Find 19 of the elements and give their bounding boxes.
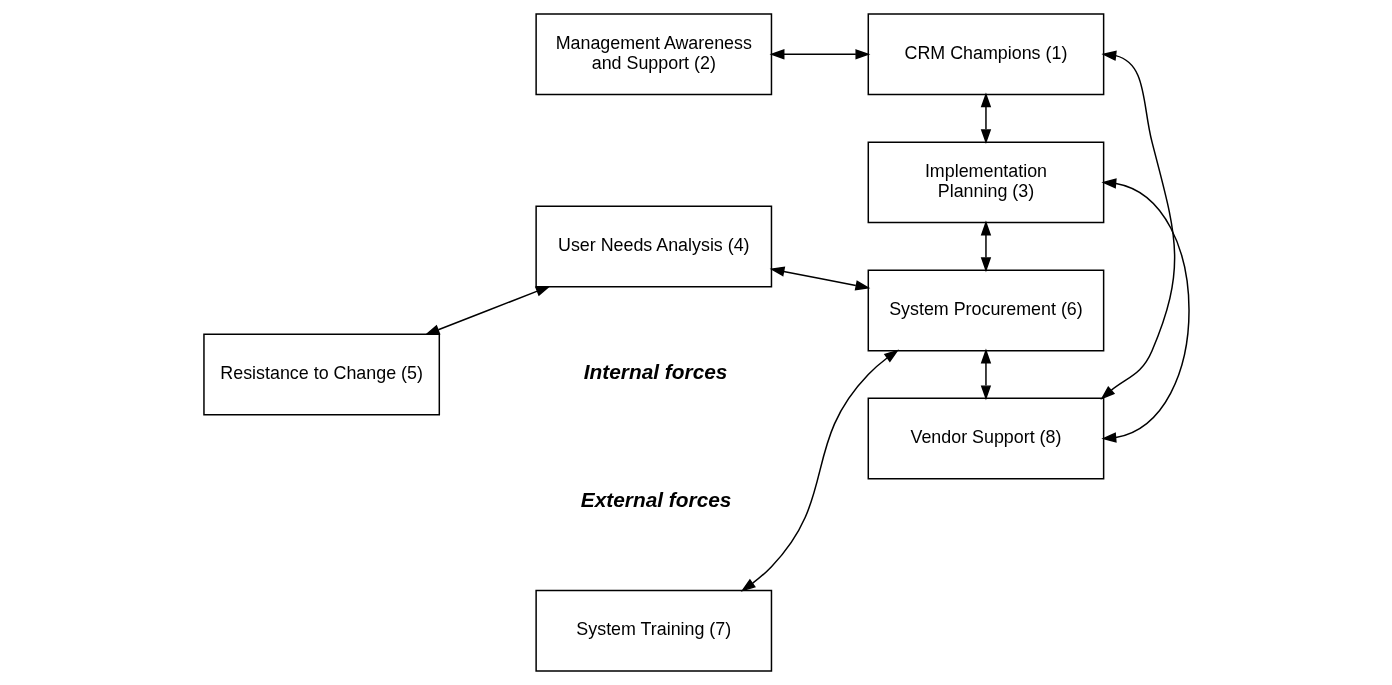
- node-box: System Procurement (6): [867, 269, 1104, 352]
- arrow: [769, 49, 870, 60]
- label: Internal forces: [583, 359, 727, 383]
- arrow: [980, 92, 991, 145]
- label: External forces: [580, 487, 731, 511]
- arrow: [980, 348, 991, 401]
- node-box: Resistance to Change (5): [202, 333, 440, 416]
- arrow: [424, 285, 551, 335]
- node-box: Management Awareness and Support (2): [534, 13, 772, 96]
- arrow: [769, 266, 870, 291]
- node-box: Vendor Support (8): [867, 397, 1104, 480]
- arrow: [1099, 50, 1175, 400]
- arrow: [980, 220, 991, 273]
- node-box: System Training (7): [534, 589, 772, 672]
- arrow: [1100, 178, 1190, 443]
- node-box: User Needs Analysis (4): [534, 205, 772, 288]
- node-box: CRM Champions (1): [867, 13, 1104, 96]
- node-box: Implementation Planning (3): [867, 141, 1104, 224]
- arrow: [740, 349, 899, 592]
